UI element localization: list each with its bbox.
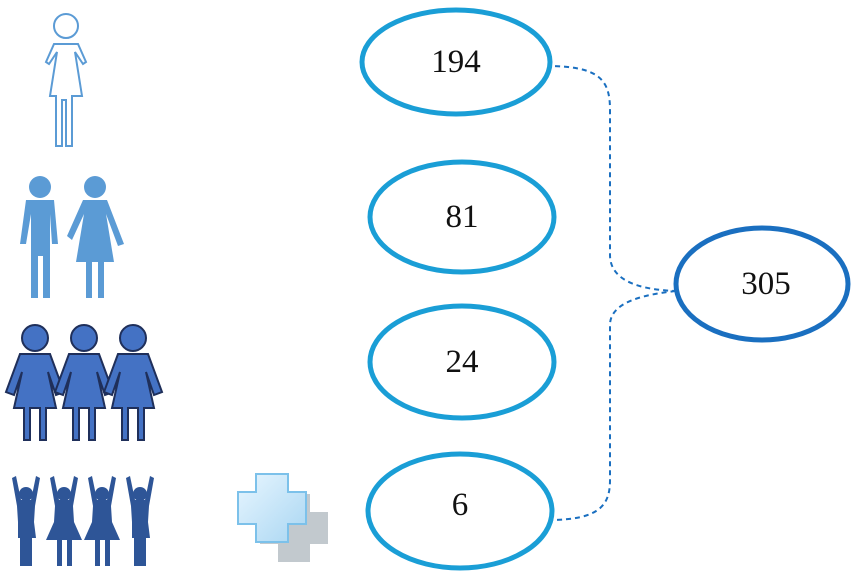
value-couple: 81	[446, 199, 479, 235]
couple-icon	[20, 176, 124, 298]
three-women-icon	[4, 324, 164, 441]
value-node-couple: 81	[367, 159, 557, 275]
single-woman-icon	[44, 13, 88, 147]
value-node-women-group: 24	[367, 303, 557, 421]
value-cheering-group: 6	[452, 487, 469, 523]
value-women-group: 24	[446, 344, 479, 380]
connector-bottom	[547, 290, 677, 521]
four-people-cheering-icon	[12, 476, 154, 566]
value-node-cheering-group: 6	[365, 451, 555, 571]
connector-top	[545, 65, 677, 292]
medical-cross-icon	[237, 473, 328, 562]
value-woman: 194	[431, 44, 481, 80]
total-value: 305	[741, 266, 791, 302]
connector-lines	[545, 65, 677, 521]
value-node-woman: 194	[359, 7, 553, 117]
total-node: 305	[673, 225, 851, 343]
